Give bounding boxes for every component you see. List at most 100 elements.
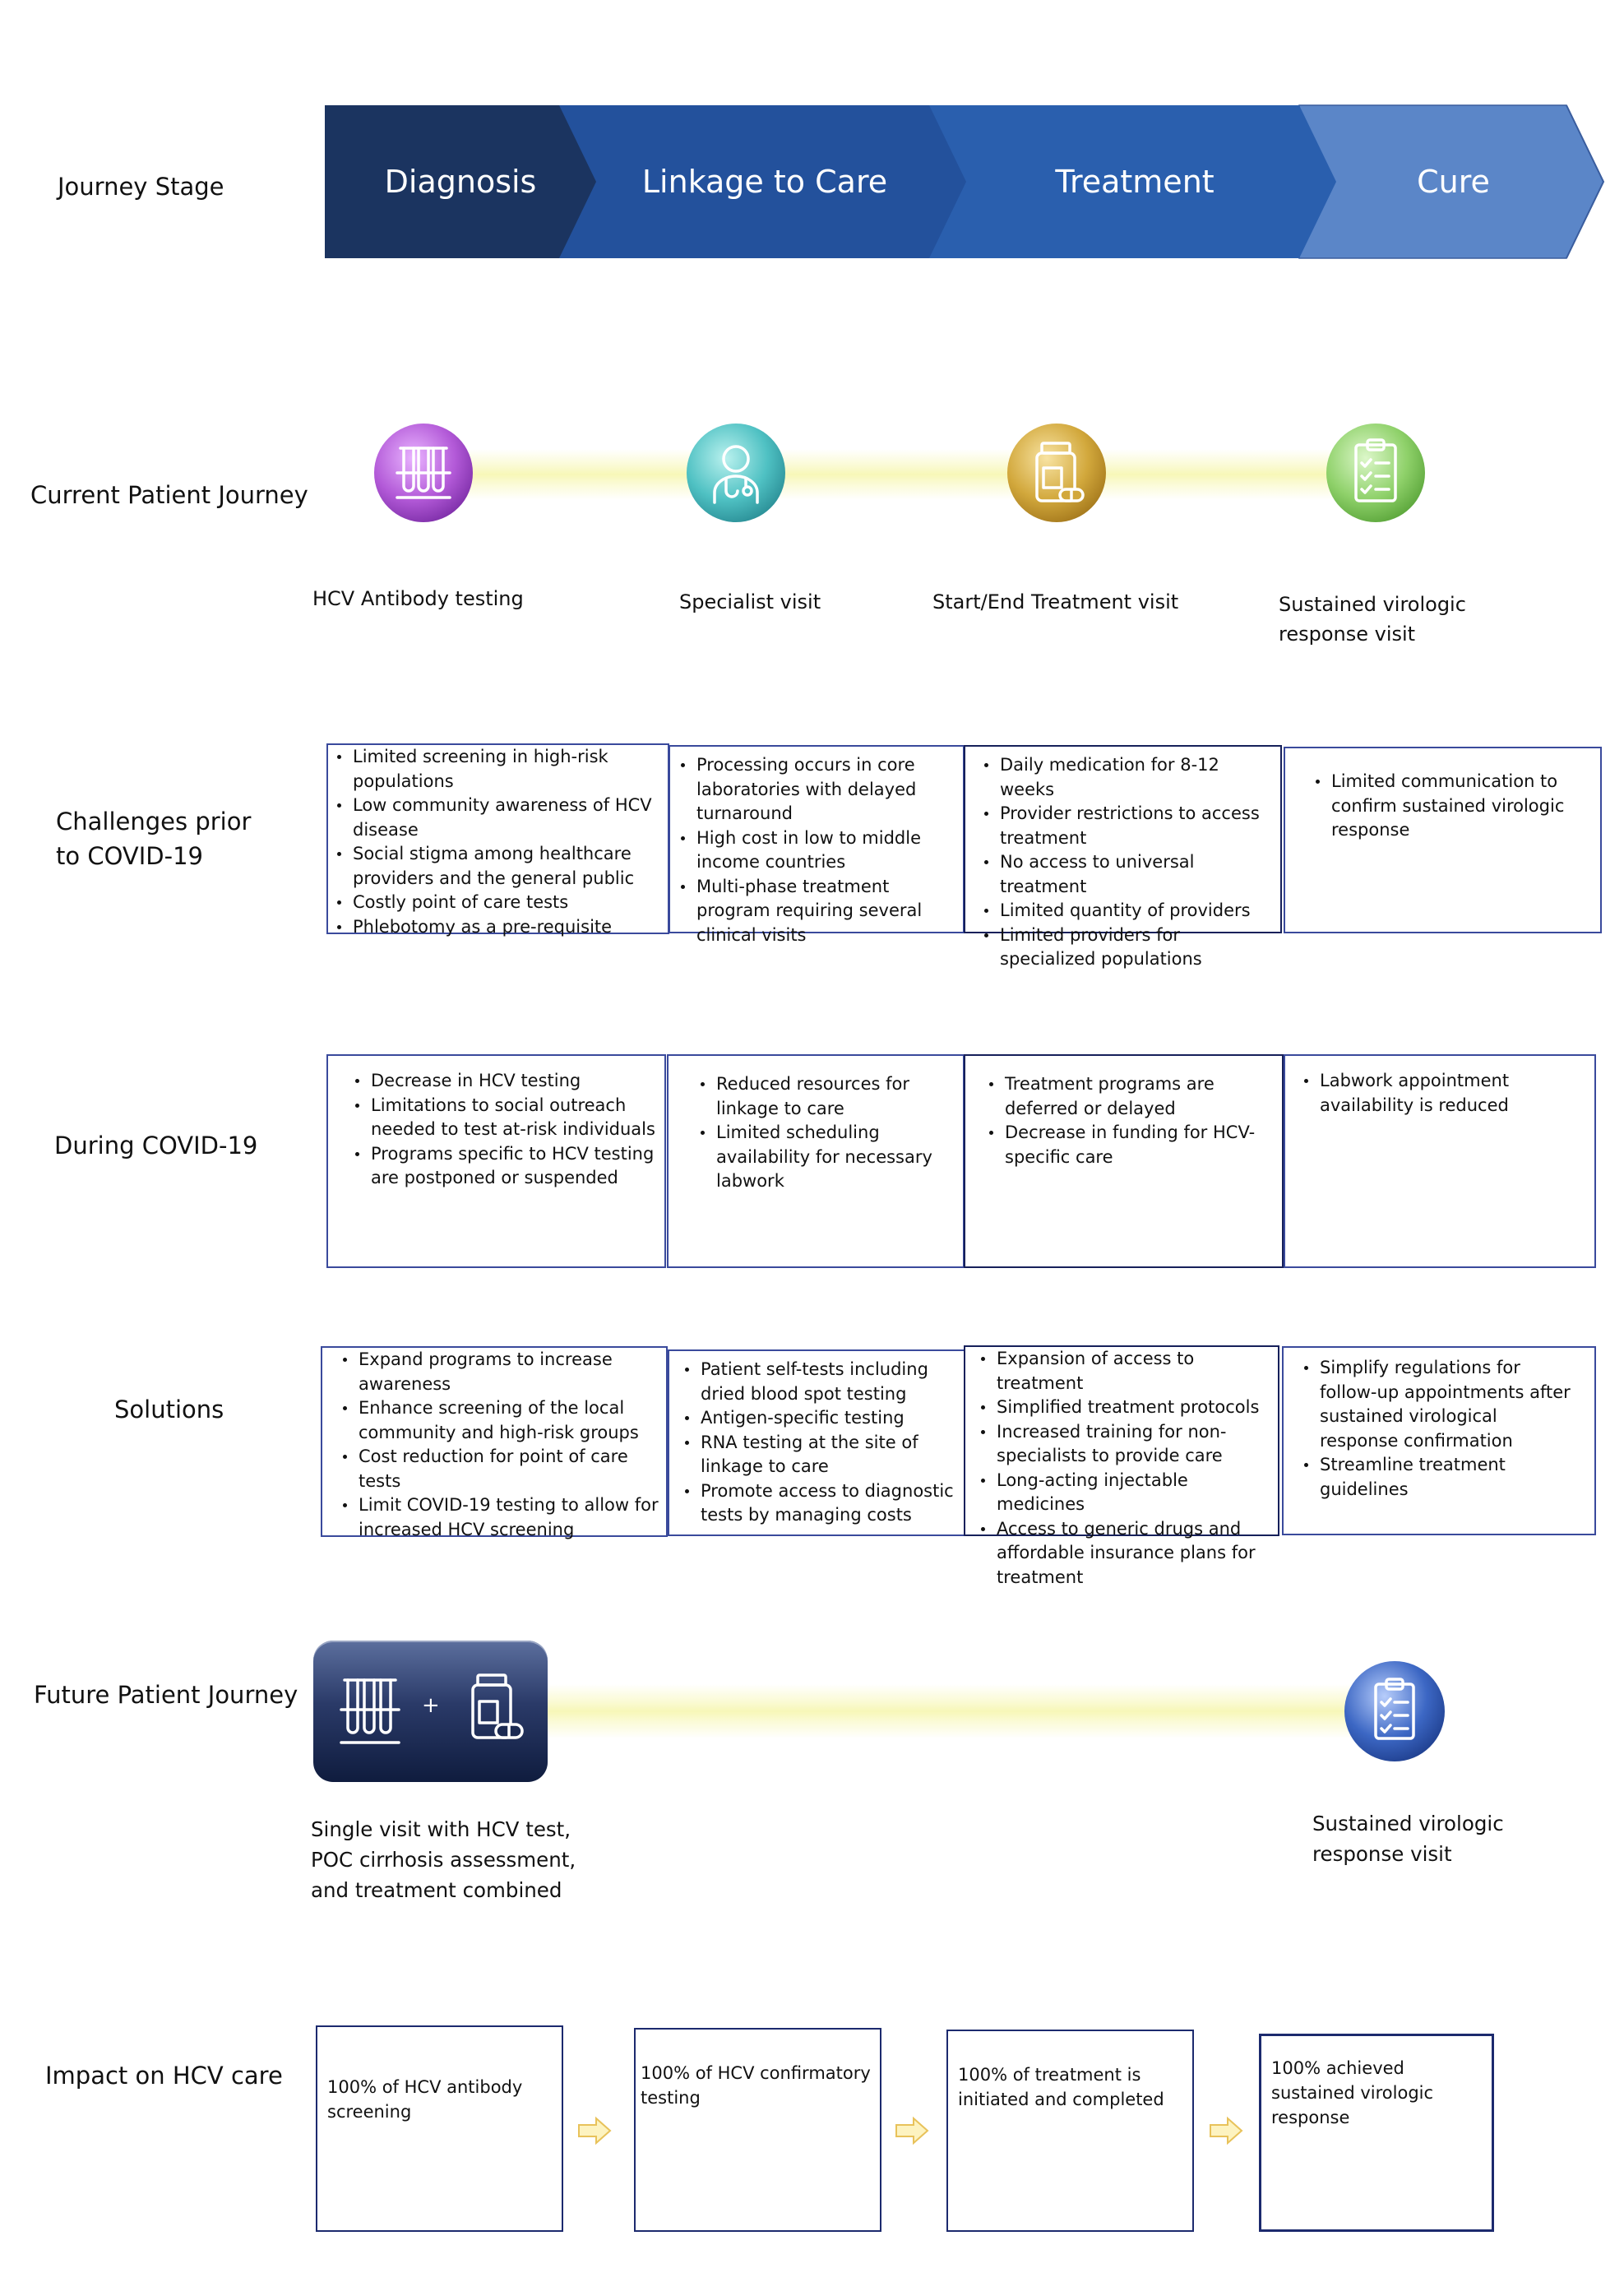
current-journey-path (423, 449, 1394, 500)
row-label-during: During COVID-19 (54, 1132, 258, 1160)
row-label-solutions: Solutions (114, 1396, 224, 1423)
solutions-diagnosis-box: Expand programs to increase awareness En… (321, 1346, 668, 1539)
during-item: Labwork appointment availability is redu… (1304, 1069, 1562, 1118)
impact-text-line: sustained virologic (1271, 2083, 1434, 2103)
during-item: Limitations to social outreach needed to… (355, 1094, 659, 1142)
challenges-diagnosis-box: Limited screening in high-risk populatio… (326, 743, 669, 937)
solution-item: Increased training for non-specialists t… (981, 1420, 1273, 1469)
current-node-label-3-line: Start/End Treatment visit (932, 590, 1179, 613)
challenges-linkage-box: Processing occurs in core laboratories w… (669, 745, 965, 945)
current-node-svr-visit (1325, 422, 1427, 524)
impact-box-confirmatory: 100% of HCV confirmatory testing (634, 2028, 881, 2232)
solution-item: Cost reduction for point of care tests (343, 1445, 661, 1493)
impact-text-line: 100% of HCV antibody (327, 2077, 523, 2097)
row-label-challenges: Challenges prior to COVID-19 (56, 804, 251, 873)
solution-item: Long-acting injectable medicines (981, 1469, 1273, 1517)
challenges-cure-box: Limited communication to confirm sustain… (1284, 747, 1602, 933)
row-label-challenges-line2: to COVID-19 (56, 842, 203, 871)
during-item: Decrease in funding for HCV-specific car… (989, 1121, 1257, 1169)
stage-linkage-label: Linkage to Care (641, 164, 888, 200)
current-node-specialist-visit (685, 422, 787, 524)
row-label-challenges-line1: Challenges prior (56, 808, 252, 835)
solution-item: Patient self-tests including dried blood… (685, 1358, 959, 1406)
solution-item: Simplified treatment protocols (981, 1396, 1273, 1420)
current-node-antibody-testing (372, 422, 474, 524)
test-tubes-icon (340, 1678, 400, 1744)
challenge-item: Limited quantity of providers (984, 899, 1275, 923)
during-linkage-box: Reduced resources for linkage to care Li… (667, 1054, 965, 1268)
during-cure-box: Labwork appointment availability is redu… (1284, 1054, 1596, 1268)
future-combined-label-line1: Single visit with HCV test, (311, 1817, 571, 1841)
solutions-treatment-box: Expansion of access to treatment Simplif… (964, 1345, 1279, 1587)
during-diagnosis-box: Decrease in HCV testing Limitations to s… (326, 1054, 666, 1268)
during-item: Treatment programs are deferred or delay… (989, 1072, 1257, 1121)
solution-item: Enhance screening of the local community… (343, 1396, 661, 1445)
challenge-item: Limited providers for specialized popula… (984, 923, 1275, 972)
row-label-future-journey: Future Patient Journey (34, 1681, 298, 1709)
during-item: Limited scheduling availability for nece… (701, 1121, 946, 1194)
challenge-item: Costly point of care tests (337, 891, 663, 915)
solution-item: Streamline treatment guidelines (1304, 1453, 1571, 1502)
arrow-right-icon (1210, 2116, 1243, 2145)
stage-cure-label: Cure (1417, 164, 1490, 200)
current-node-treatment-visit (1006, 422, 1108, 524)
future-combined-label: Single visit with HCV test, POC cirrhosi… (311, 1815, 576, 1905)
solution-item: RNA testing at the site of linkage to ca… (685, 1431, 959, 1479)
current-node-label-1: HCV Antibody testing (312, 584, 524, 613)
solution-item: Access to generic drugs and affordable i… (981, 1517, 1273, 1590)
challenges-treatment-box: Daily medication for 8-12 weeks Provider… (964, 745, 1282, 969)
challenge-item: Provider restrictions to access treatmen… (984, 802, 1275, 850)
impact-text-line: screening (327, 2102, 412, 2122)
impact-text-line: 100% of treatment is (958, 2065, 1141, 2085)
challenge-item: Limited communication to confirm sustain… (1316, 770, 1567, 843)
stage-diagnosis-shape (325, 105, 596, 258)
solution-item: Antigen-specific testing (685, 1406, 959, 1431)
plus-sign: + (422, 1693, 440, 1718)
clipboard-checklist-icon (1344, 1661, 1445, 1761)
current-node-label-3: Start/End Treatment visit (932, 587, 1178, 617)
solutions-cure-box: Simplify regulations for follow-up appoi… (1282, 1346, 1596, 1535)
during-item: Reduced resources for linkage to care (701, 1072, 946, 1121)
row-label-current-journey: Current Patient Journey (30, 481, 308, 509)
impact-box-treatment: 100% of treatment is initiated and compl… (946, 2030, 1194, 2232)
solution-item: Promote access to diagnostic tests by ma… (685, 1479, 959, 1528)
impact-text-line: testing (641, 2088, 701, 2108)
challenge-item: Limited screening in high-risk populatio… (337, 745, 663, 794)
future-combined-visit-card: + (313, 1641, 548, 1782)
during-item: Decrease in HCV testing (355, 1069, 659, 1094)
arrow-right-icon (895, 2116, 929, 2145)
current-node-label-4-line2: response visit (1279, 623, 1416, 646)
medication-bottle-icon (471, 1673, 524, 1739)
current-node-label-4-line1: Sustained virologic (1279, 593, 1466, 616)
test-tubes-icon (374, 424, 473, 522)
stage-linkage-shape (559, 105, 966, 258)
solutions-linkage-box: Patient self-tests including dried blood… (668, 1349, 965, 1536)
current-node-label-2: Specialist visit (679, 587, 821, 617)
impact-box-antibody: 100% of HCV antibody screening (316, 2025, 563, 2232)
stage-treatment-label: Treatment (1055, 164, 1215, 200)
medication-bottle-icon (1007, 424, 1106, 522)
impact-box-svr: 100% achieved sustained virologic respon… (1259, 2034, 1494, 2232)
future-svr-label: Sustained virologic response visit (1312, 1809, 1504, 1870)
challenge-item: Phlebotomy as a pre-requisite (337, 915, 663, 940)
current-node-label-2-line: Specialist visit (679, 590, 821, 613)
current-node-label-1-line: HCV Antibody testing (312, 587, 524, 610)
solution-item: Expansion of access to treatment (981, 1347, 1273, 1396)
challenge-item: Daily medication for 8-12 weeks (984, 753, 1275, 802)
future-node-svr-visit (1343, 1659, 1446, 1763)
future-combined-label-line3: and treatment combined (311, 1877, 562, 1902)
stage-diagnosis-label: Diagnosis (384, 164, 537, 200)
future-journey-path (526, 1684, 1423, 1738)
arrow-right-icon (578, 2116, 612, 2145)
impact-text-line: 100% achieved (1271, 2058, 1404, 2078)
doctor-icon (687, 424, 785, 522)
clipboard-checklist-icon (1326, 424, 1425, 522)
impact-text-line: initiated and completed (958, 2090, 1164, 2109)
challenge-item: Low community awareness of HCV disease (337, 794, 663, 842)
challenge-item: Social stigma among healthcare providers… (337, 842, 663, 891)
future-combined-label-line2: POC cirrhosis assessment, (311, 1847, 576, 1872)
solution-item: Expand programs to increase awareness (343, 1348, 661, 1396)
row-label-journey-stage: Journey Stage (58, 173, 224, 201)
journey-stage-bar: Diagnosis Linkage to Care Treatment Cure (325, 104, 1605, 259)
row-label-impact: Impact on HCV care (45, 2062, 283, 2090)
